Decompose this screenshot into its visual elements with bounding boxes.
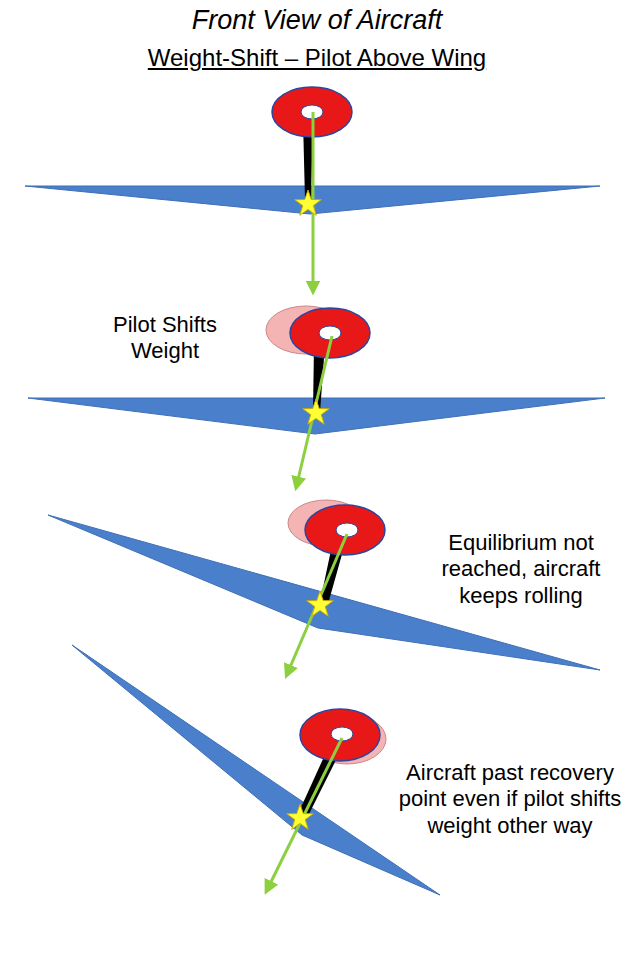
subtitle: Weight-Shift – Pilot Above Wing bbox=[0, 44, 634, 73]
diagram-title: Front View of Aircraft bbox=[0, 4, 634, 36]
frame-shift bbox=[28, 306, 605, 484]
frame-past-recovery bbox=[72, 645, 440, 895]
annotation-note: Aircraft past recovery point even if pil… bbox=[390, 760, 630, 839]
annotation-note: Pilot Shifts Weight bbox=[100, 312, 230, 365]
annotation-note: Equilibrium not reached, aircraft keeps … bbox=[412, 530, 630, 609]
frame-level bbox=[25, 87, 600, 288]
